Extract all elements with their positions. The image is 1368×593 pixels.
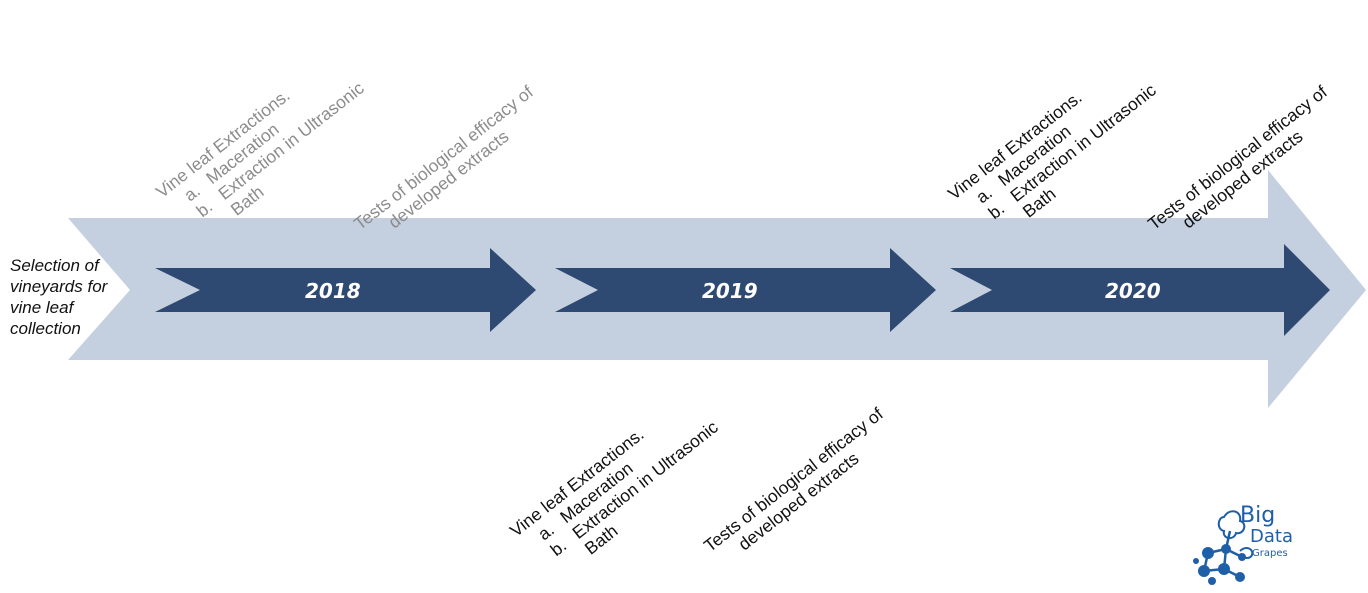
logo-word-grapes: Grapes	[1252, 548, 1288, 559]
grapes-molecule-icon	[1193, 510, 1254, 585]
big-data-grapes-logo: Big Data Grapes	[1190, 503, 1320, 587]
logo-word-data: Data	[1250, 526, 1293, 547]
year-label-2018: 2018	[305, 279, 361, 303]
intro-line: vineyards for	[10, 277, 108, 296]
intro-line: collection	[10, 319, 81, 338]
year-arrow-2020	[950, 244, 1330, 336]
logo-word-big: Big	[1240, 503, 1276, 528]
year-label-2019: 2019	[702, 279, 758, 303]
year-label-2020: 2020	[1105, 279, 1161, 303]
intro-line: vine leaf	[10, 298, 74, 317]
intro-label: Selection of vineyards for vine leaf col…	[10, 255, 107, 339]
year-arrow-2019	[555, 248, 936, 332]
year-arrow-2018	[155, 248, 536, 332]
intro-line: Selection of	[10, 256, 99, 275]
